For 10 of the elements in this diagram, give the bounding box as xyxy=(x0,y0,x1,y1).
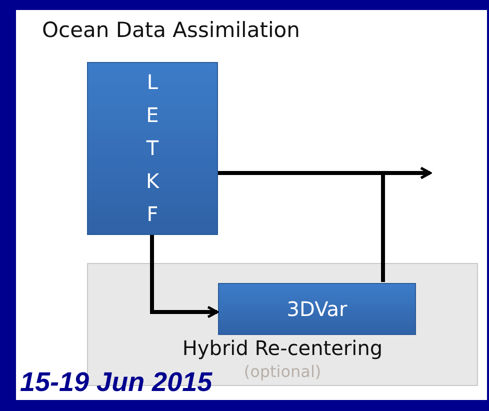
note-text: (optional) xyxy=(242,362,322,381)
arrow xyxy=(381,166,432,282)
diagram-title: Ocean Data Assimilation xyxy=(42,18,300,42)
arrow xyxy=(150,235,218,318)
date-label: 15-19 Jun 2015 xyxy=(20,368,214,398)
box-label: L E T K F xyxy=(144,69,160,228)
process-box xyxy=(218,283,416,335)
group-label: Hybrid Re-centering xyxy=(181,336,384,360)
box-label: 3DVar xyxy=(286,297,348,321)
process-box xyxy=(87,62,218,235)
